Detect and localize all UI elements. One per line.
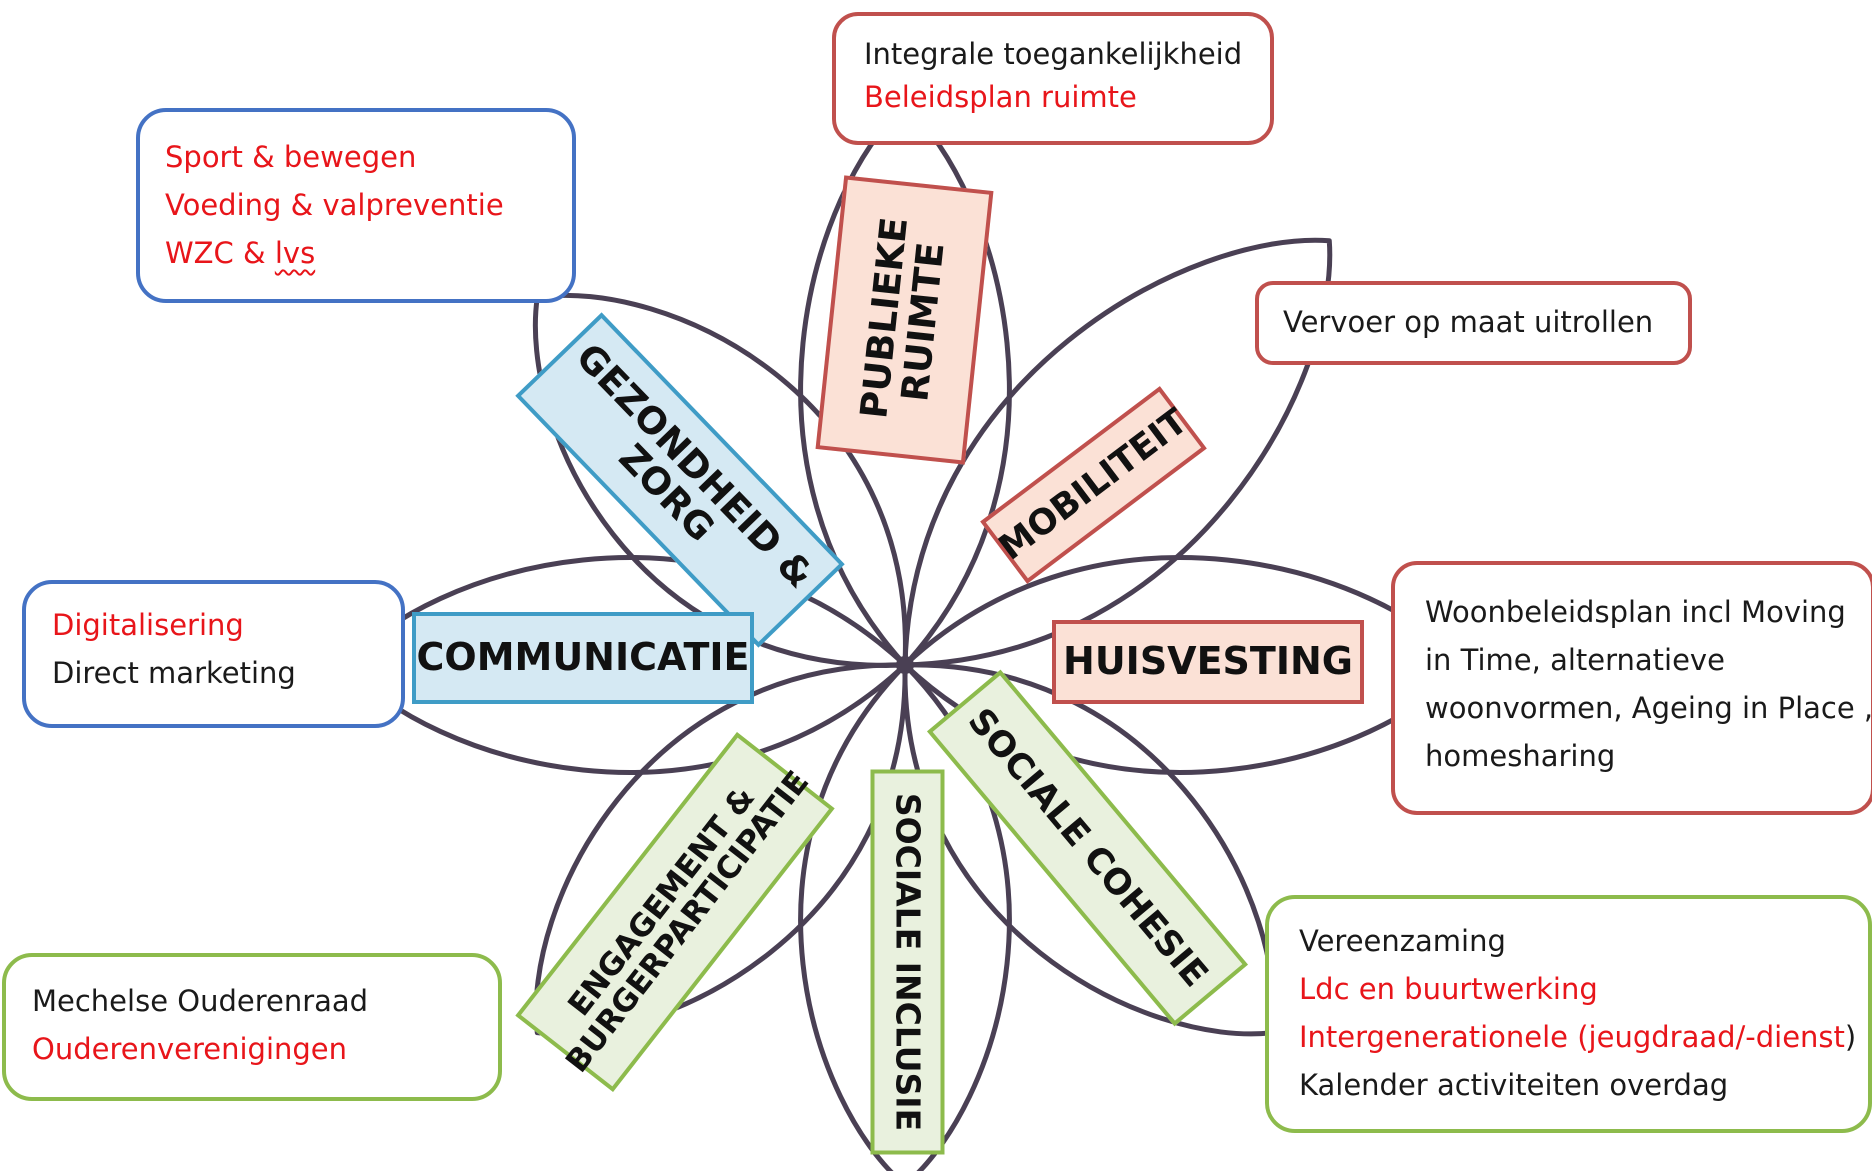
callout-line: Voeding & valpreventie (165, 188, 504, 222)
callout-line: Sport & bewegen (165, 140, 417, 174)
callout-line: Mechelse Ouderenraad (32, 984, 369, 1018)
callout-line: Integrale toegankelijkheid (864, 37, 1243, 71)
callout-line: Digitalisering (52, 608, 244, 642)
callout-line: Vereenzaming (1299, 924, 1506, 958)
domain-huisvesting: HUISVESTING (1052, 620, 1364, 704)
callout-line: Kalender activiteiten overdag (1299, 1068, 1729, 1102)
callout-line: Woonbeleidsplan incl Moving (1425, 595, 1846, 629)
callout-huisvesting: Woonbeleidsplan incl Moving in Time, alt… (1391, 561, 1872, 815)
callout-line: WZC & lvs (165, 236, 316, 270)
flower-center (896, 656, 914, 674)
callout-line: in Time, alternatieve (1425, 643, 1725, 677)
callout-gezondheid-zorg: Sport & bewegen Voeding & valpreventie W… (136, 108, 576, 303)
callout-line: woonvormen, Ageing in Place , (1425, 691, 1872, 725)
callout-line: Ouderenverenigingen (32, 1032, 348, 1066)
domain-publieke-ruimte: PUBLIEKE RUIMTE (815, 175, 994, 465)
callout-sociale-cohesie-inclusie: Vereenzaming Ldc en buurtwerking Interge… (1265, 895, 1872, 1133)
callout-line: Intergenerationele (jeugdraad/-dienst) (1299, 1020, 1857, 1054)
callout-publieke-ruimte: Integrale toegankelijkheid Beleidsplan r… (832, 12, 1274, 145)
callout-line: homesharing (1425, 739, 1616, 773)
flower-petal (798, 662, 1012, 1171)
callout-communicatie: Digitalisering Direct marketing (22, 580, 405, 728)
callout-line: Ldc en buurtwerking (1299, 972, 1598, 1006)
callout-line: Vervoer op maat uitrollen (1283, 305, 1654, 339)
callout-line: Beleidsplan ruimte (864, 80, 1137, 114)
callout-mobiliteit: Vervoer op maat uitrollen (1255, 281, 1692, 365)
domain-communicatie: COMMUNICATIE (412, 612, 754, 704)
domain-sociale-inclusie: SOCIALE INCLUSIE (870, 769, 945, 1155)
callout-engagement: Mechelse Ouderenraad Ouderenverenigingen (2, 953, 502, 1101)
flower-petal (902, 237, 1333, 668)
callout-line: Direct marketing (52, 656, 296, 690)
